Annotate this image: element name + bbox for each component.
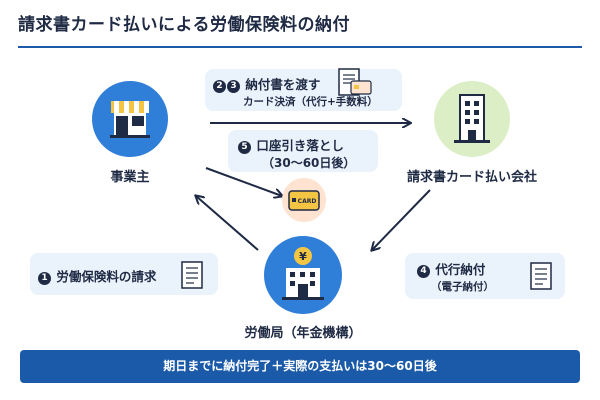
summary-banner: 期日までに納付完了＋実際の支払いは30〜60日後	[20, 350, 580, 383]
arrow-employer-to-card	[205, 167, 282, 196]
invoice-card-icon	[338, 68, 372, 96]
card-text: CARD	[298, 198, 317, 205]
office-building-icon	[454, 94, 490, 143]
step2-badge: 2	[213, 80, 226, 93]
labor-bureau-label: 労働局（年金機構）	[244, 326, 362, 341]
step4-badge: 4	[417, 265, 430, 278]
labor-bureau-circle: ¥	[264, 236, 342, 314]
employer-label: 事業主	[110, 170, 150, 185]
arrow-bureau-to-employer	[196, 196, 259, 251]
step4-text: 代行納付	[435, 262, 486, 277]
step4-bubble: 4 代行納付 （電子納付）	[405, 253, 565, 299]
step5-bubble: 5 口座引き落とし （30〜60日後）	[228, 130, 378, 172]
step1-title: 1 労働保険料の請求	[38, 266, 156, 285]
step1-text: 労働保険料の請求	[56, 269, 157, 284]
step23-sub: カード決済（代行+手数料）	[243, 96, 378, 108]
step23-text: 納付書を渡す	[245, 77, 321, 92]
step5-text: 口座引き落とし	[256, 138, 344, 153]
step5-sub: （30〜60日後）	[262, 156, 356, 170]
yen-emblem: ¥	[299, 250, 307, 263]
step5-badge: 5	[238, 141, 251, 154]
title-underline	[18, 46, 582, 48]
step3-badge: 3	[227, 80, 240, 93]
document-icon	[181, 261, 203, 289]
arrow-card-company-to-bureau	[372, 189, 431, 250]
document-icon	[530, 262, 552, 290]
card-company-circle	[434, 81, 510, 157]
step1-badge: 1	[38, 272, 51, 285]
step1-bubble: 1 労働保険料の請求	[30, 253, 218, 295]
step4-title: 4 代行納付	[417, 259, 485, 278]
government-building-icon: ¥	[282, 247, 324, 300]
storefront-icon	[110, 101, 150, 138]
page-title: 請求書カード払いによる労働保険料の納付	[18, 15, 350, 35]
card-company-label: 請求書カード払い会社	[406, 170, 537, 185]
step4-sub: （電子納付）	[431, 281, 494, 293]
credit-card-icon: CARD	[288, 190, 320, 211]
card-circle: CARD	[282, 178, 326, 222]
step5-title: 5 口座引き落とし	[238, 135, 344, 154]
employer-circle	[92, 81, 168, 157]
